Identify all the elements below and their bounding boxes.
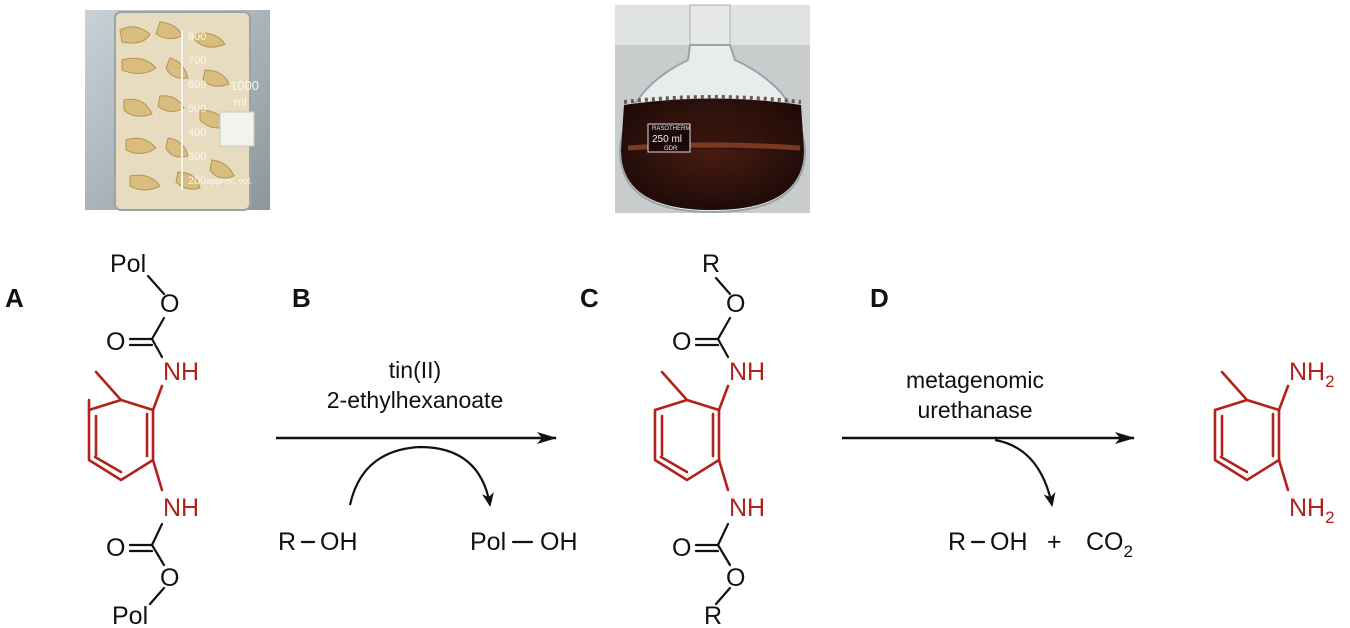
scale-200: 200 [188, 175, 206, 187]
a-o-carbonyl-bottom: O [106, 534, 125, 562]
a-pol-bottom: Pol [112, 602, 148, 628]
step-d: metagenomic urethanase R OH + CO2 [842, 367, 1135, 561]
b-curved-arrow [348, 445, 494, 507]
a-o-ester-bottom: O [160, 564, 179, 592]
a-pol-top: Pol [110, 250, 146, 278]
flask-mark-label: GDR [664, 146, 678, 152]
c-nh-bottom: NH [729, 494, 765, 522]
b-reagent-line1: tin(II) [389, 357, 441, 383]
a-o-ester-top: O [160, 290, 179, 318]
a-o-carbonyl-top: O [106, 328, 125, 356]
panel-label-c: C [580, 283, 599, 313]
d-product-r: R [948, 528, 966, 556]
beaker-scale: 800 700 600 500 400 300 200 1000 ml appr… [188, 31, 259, 187]
flask-volume-label: 250 ml [652, 134, 682, 145]
photo-reaction-flask: RASOTHERM 250 ml GDR [615, 4, 810, 214]
molecule-a: NH NH O O Pol O O Pol [87, 250, 199, 628]
final-nh2-bottom: NH2 [1289, 494, 1335, 527]
flask-brand-label: RASOTHERM [652, 126, 690, 132]
scale-800: 800 [188, 31, 206, 43]
scale-600: 600 [188, 79, 206, 91]
d-co2: CO2 [1086, 528, 1133, 561]
molecule-c: NH NH O O R O O R [653, 250, 765, 628]
d-curved-arrow [994, 438, 1056, 507]
final-nh2-top: NH2 [1289, 358, 1335, 391]
c-o-carbonyl-bottom: O [672, 534, 691, 562]
a-nh-top: NH [163, 358, 199, 386]
scale-300: 300 [188, 151, 206, 163]
b-reagent-line2: 2-ethylhexanoate [327, 387, 503, 413]
c-o-carbonyl-top: O [672, 328, 691, 356]
molecule-final: NH2 NH2 [1213, 358, 1335, 527]
panel-label-b: B [292, 283, 311, 313]
d-enzyme-line2: urethanase [917, 397, 1032, 423]
c-r-top: R [702, 250, 720, 278]
panel-label-a: A [5, 283, 24, 313]
b-product-pol: Pol [470, 528, 506, 556]
photo-foam-beaker: 800 700 600 500 400 300 200 1000 ml appr… [85, 10, 270, 211]
b-reactant-r: R [278, 528, 296, 556]
beaker-ml-label: ml [234, 95, 247, 109]
scale-500: 500 [188, 103, 206, 115]
a-nh-bottom: NH [163, 494, 199, 522]
beaker-1000-label: 1000 [230, 78, 259, 93]
c-o-ester-top: O [726, 290, 745, 318]
scale-700: 700 [188, 55, 206, 67]
d-plus: + [1047, 528, 1062, 556]
b-reactant-oh: OH [320, 528, 358, 556]
c-o-ester-bottom: O [726, 564, 745, 592]
panel-label-d: D [870, 283, 889, 313]
c-nh-top: NH [729, 358, 765, 386]
scale-400: 400 [188, 127, 206, 139]
beaker-approx-label: approx. vol. [206, 176, 253, 186]
d-enzyme-line1: metagenomic [906, 367, 1044, 393]
step-b: tin(II) 2-ethylhexanoate R OH Pol OH [276, 357, 578, 556]
c-r-bottom: R [704, 602, 722, 628]
b-product-oh: OH [540, 528, 578, 556]
d-product-oh: OH [990, 528, 1028, 556]
